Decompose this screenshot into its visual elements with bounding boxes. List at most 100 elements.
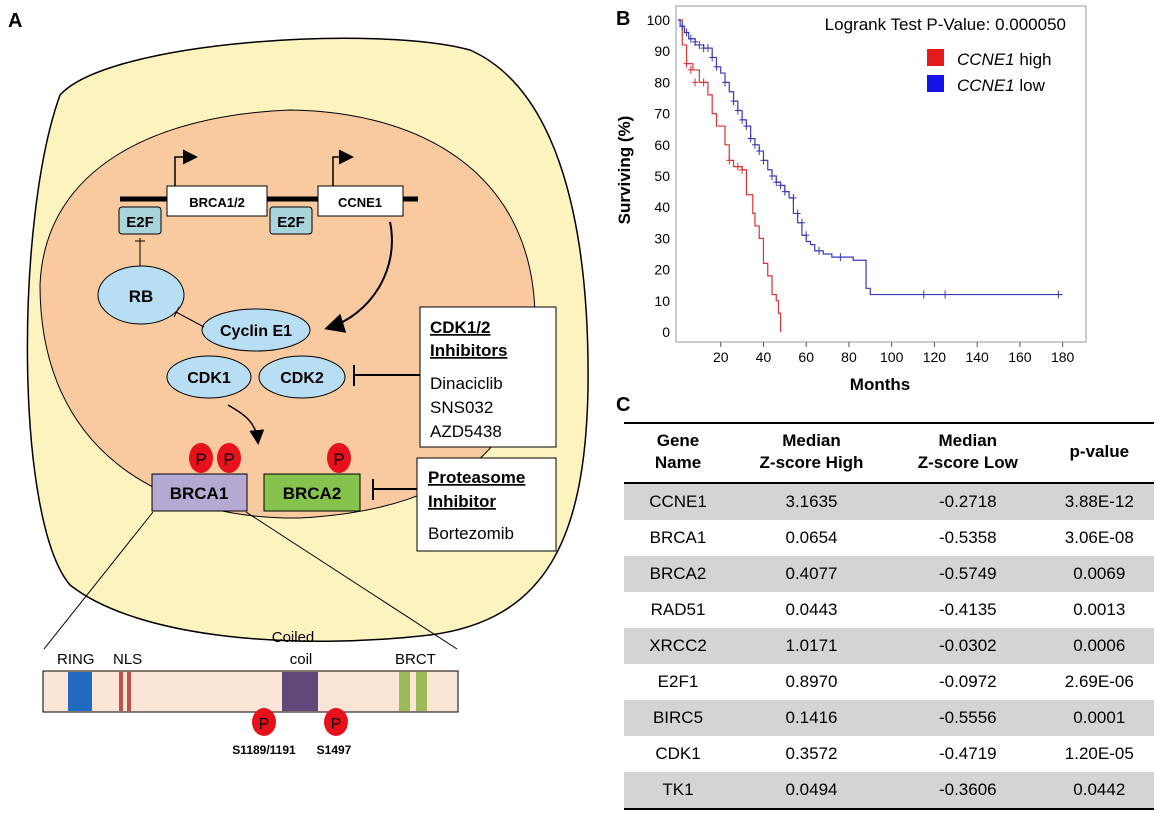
legend: CCNE1 high CCNE1 low (927, 49, 1052, 95)
phospho-brca1-2 (217, 443, 241, 473)
cdk-inhibitors-title-2: Inhibitors (430, 341, 507, 360)
censor-mark (816, 246, 823, 255)
y-tick-label: 30 (654, 230, 670, 246)
censor-mark (679, 22, 686, 31)
brct-domain-1 (399, 672, 410, 711)
cdk2-label: CDK2 (280, 370, 324, 387)
censor-mark (683, 28, 690, 37)
brca1-domain-bar (42, 670, 459, 713)
phospho-site-s1189 (252, 708, 276, 736)
censor-mark (769, 172, 776, 180)
brct-domain-2 (416, 672, 427, 711)
panel-label-c: C (616, 394, 631, 416)
brca2-label: BRCA2 (283, 484, 342, 503)
censor-mark (709, 53, 716, 62)
censor-mark (794, 209, 801, 218)
y-tick-label: 40 (654, 199, 670, 215)
drug-azd5438: AZD5438 (430, 422, 502, 441)
cdk-inhibitors-box (419, 306, 557, 448)
brca12-gene-box (166, 185, 268, 217)
brca12-gene-label: BRCA1/2 (189, 195, 245, 210)
censor-mark (734, 106, 741, 115)
x-tick-label: 60 (798, 349, 814, 365)
domain-ring-label: RING (57, 651, 95, 668)
censor-mark (747, 134, 754, 143)
ccne1-gene-box (317, 185, 404, 217)
proteasome-title-1: Proteasome (428, 468, 525, 487)
x-tick-label: 120 (923, 349, 947, 365)
ccne1-expression-arrow (324, 221, 393, 333)
brca12-tss-arrow (174, 149, 198, 187)
censor-mark (687, 65, 694, 74)
cyclin-rb-inhibition (175, 311, 205, 328)
legend-swatch-low (927, 75, 944, 92)
cdk2-protein (258, 355, 346, 399)
y-tick-label: 10 (654, 293, 670, 309)
logrank-title: Logrank Test P-Value: 0.000050 (825, 15, 1066, 34)
domain-coiled-label-2: coil (290, 651, 313, 668)
brca-cdk-pathway-diagram: BRCA1/2 CCNE1 E2F E2F RB Cyclin E1 CDK1 … (26, 37, 589, 757)
y-tick-label: 20 (654, 262, 670, 278)
y-tick-label: 60 (654, 137, 670, 153)
censor-mark (743, 122, 750, 131)
censor-mark (803, 231, 810, 240)
x-tick-label: 80 (841, 349, 857, 365)
domain-brct-label: BRCT (395, 651, 436, 668)
censor-mark (700, 78, 707, 87)
cdk-phosphorylation-arrow (227, 404, 265, 445)
cdk-inhibitors-title-1: CDK1/2 (430, 318, 490, 337)
legend-swatch-high (927, 49, 944, 66)
x-tick-label: 40 (756, 349, 772, 365)
censor-mark (781, 187, 788, 196)
y-tick-label: 90 (654, 43, 670, 59)
censor-mark (1055, 290, 1062, 299)
site-label-s1189: S1189/1191 (232, 743, 296, 757)
censor-mark (739, 165, 746, 174)
drug-bortezomib: Bortezomib (428, 524, 514, 543)
panel-label-b: B (616, 8, 631, 30)
nls-domain-1 (119, 672, 123, 711)
y-tick-label: 0 (662, 324, 670, 340)
censor-mark (942, 290, 949, 299)
e2f-box-2 (269, 206, 313, 235)
censor-mark (683, 59, 690, 68)
ccne1-gene-label: CCNE1 (338, 195, 382, 210)
x-tick-label: 140 (965, 349, 989, 365)
phospho-label: P (333, 450, 344, 469)
censor-mark (751, 140, 758, 149)
phospho-brca2 (327, 443, 351, 473)
zoom-line-right (245, 511, 458, 650)
cyclin-e1-protein (201, 308, 311, 352)
legend-label-low: CCNE1 low (957, 76, 1046, 95)
censor-mark (726, 156, 733, 165)
rb-protein (97, 265, 185, 325)
censor-mark (692, 78, 699, 87)
phospho-label: P (223, 450, 234, 469)
phospho-label: P (331, 716, 342, 733)
censor-mark (837, 253, 844, 262)
censor-mark (692, 37, 699, 46)
censor-mark (734, 162, 741, 171)
header-p-value: p-value (1069, 442, 1130, 461)
coiled-coil-domain (282, 672, 318, 711)
censor-mark (730, 97, 737, 106)
censor-mark (760, 156, 767, 165)
y-tick-label: 100 (647, 12, 671, 28)
phospho-site-s1497 (324, 708, 348, 736)
censor-mark (790, 193, 797, 202)
censor-mark (687, 34, 694, 43)
y-axis-label: Surviving (%) (615, 116, 634, 225)
drug-sns032: SNS032 (430, 398, 493, 417)
censor-mark (739, 115, 746, 124)
censor-mark (722, 78, 729, 87)
proteasome-inhibitor-box (416, 457, 557, 552)
y-tick-label: 70 (654, 106, 670, 122)
